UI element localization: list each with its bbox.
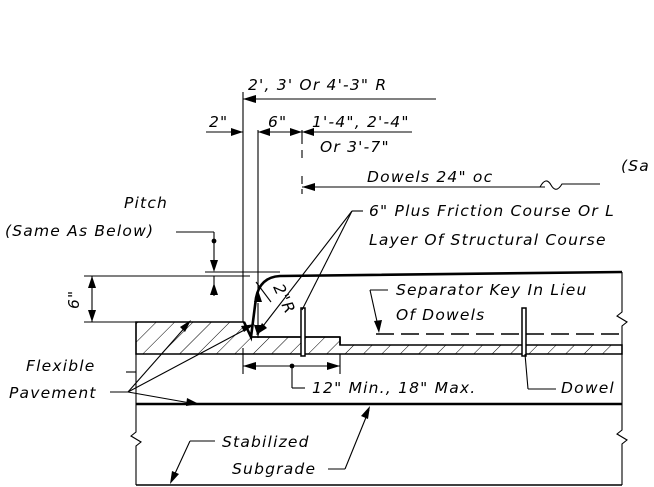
- subgrade-label: Subgrade: [232, 460, 316, 478]
- dim-6in-label: 6": [268, 113, 287, 131]
- dim-2in-label: 2": [209, 113, 228, 131]
- separator-key-line2: Of Dowels: [396, 306, 485, 324]
- friction-course-line1: 6" Plus Friction Course Or L: [369, 202, 615, 220]
- dowels-spacing-label: Dowels 24" oc: [367, 168, 493, 186]
- left-break-line: [130, 354, 142, 485]
- pavement-structure: [130, 270, 628, 486]
- dowel-label: Dowel: [561, 379, 615, 397]
- friction-course-line2: Layer Of Structural Course: [369, 231, 607, 249]
- min-max-label: 12" Min., 18" Max.: [312, 379, 476, 397]
- same-as-below-label: (Same As Below): [5, 222, 154, 240]
- separator-key-line1: Separator Key In Lieu: [396, 281, 588, 299]
- stabilized-label: Stabilized: [222, 433, 310, 451]
- dim-options-line1: 1'-4", 2'-4": [312, 113, 410, 131]
- dim-options-line2: Or 3'-7": [320, 138, 390, 156]
- right-break-line: [616, 272, 628, 485]
- labels: 2', 3' Or 4'-3" R 2" 6" 1'-4", 2'-4" Or …: [5, 76, 650, 478]
- dowel-bar-left: [300, 307, 306, 357]
- depth-6in-label: 6": [65, 290, 83, 309]
- leader-lines: [110, 210, 556, 484]
- pitch-label: Pitch: [124, 194, 168, 212]
- radius-options-label: 2', 3' Or 4'-3" R: [248, 76, 387, 94]
- dowel-bar-right: [521, 307, 527, 357]
- flexible-label: Flexible: [26, 357, 96, 375]
- same-as-truncated-label: (Sa: [621, 157, 650, 175]
- pavement-label: Pavement: [9, 384, 97, 402]
